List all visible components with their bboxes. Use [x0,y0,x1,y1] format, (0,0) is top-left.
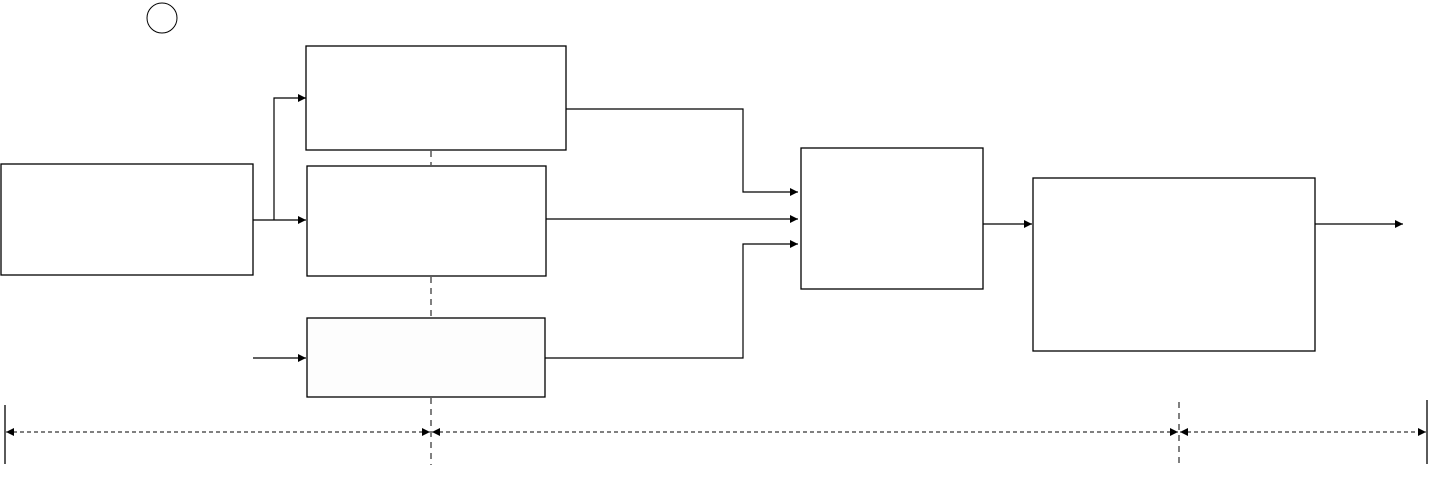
upper-block [305,45,567,151]
middle-block [306,165,547,277]
arrow-lower-to-combiner [545,240,798,359]
arrow-upper-to-combiner [566,108,798,196]
arrow-input-to-upper [273,94,306,220]
combiner-block [800,147,984,290]
circle-marker [146,2,178,34]
output-block [1032,177,1316,352]
input-block [0,163,254,276]
lower-block [306,317,546,398]
